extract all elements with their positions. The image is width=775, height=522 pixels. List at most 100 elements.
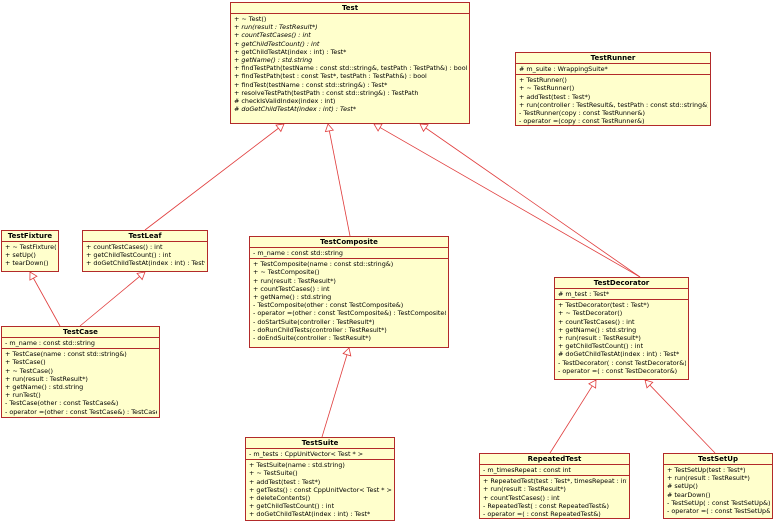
generalization-repeatedtest-testdecorator-line — [549, 385, 593, 454]
class-testsetup[interactable]: TestSetUp + TestSetUp(test : Test*)+ run… — [663, 453, 773, 519]
attribute-row: - m_tests : CppUnitVector< Test * > — [249, 450, 364, 458]
class-testcase[interactable]: TestCase - m_name : const std::string + … — [1, 326, 160, 418]
class-testfixture[interactable]: TestFixture + ~ TestFixture()+ setUp()+ … — [1, 230, 59, 272]
operation-row: + run(result : TestResult*) — [253, 276, 336, 285]
operation-row: + TestDecorator(test : Test*) — [558, 301, 650, 310]
operation-row: + deleteContents() — [249, 494, 311, 503]
operation-row: # tearDown() — [667, 490, 711, 499]
generalization-testsetup-testdecorator-line — [649, 384, 716, 454]
operation-row: + getChildTestCount() : int — [234, 39, 320, 48]
operation-row: # setUp() — [667, 482, 698, 491]
operation-row: + getName() : std.string — [558, 325, 637, 334]
attributes-section: # m_test : Test* — [555, 289, 688, 301]
operation-row: + getChildTestCount() : int — [86, 251, 172, 260]
class-testleaf[interactable]: TestLeaf + countTestCases() : int+ getCh… — [82, 230, 208, 272]
operation-row: + RepeatedTest(test : Test*, timesRepeat… — [483, 477, 627, 486]
class-test[interactable]: Test + ~ Test()+ run(result : TestResult… — [230, 2, 470, 124]
attributes-section: - m_name : const std::string — [2, 338, 159, 350]
operation-row: + doGetChildTestAt(index : int) : Test* — [86, 259, 205, 268]
operation-row: - operator =( : const TestSetUp&) — [667, 507, 770, 516]
generalization-testdecorator-test-arrowhead — [373, 123, 383, 132]
generalization-testcase-testleaf-line — [79, 276, 140, 327]
operation-row: + countTestCases() : int — [558, 317, 635, 326]
generalization-testsuite-testcomposite-line — [321, 354, 348, 438]
class-name: TestFixture — [2, 231, 58, 242]
operation-row: + run(result : TestResult*) — [483, 485, 566, 494]
operation-row: + getName() : std.string — [5, 383, 84, 392]
operation-row: + runTest() — [5, 391, 41, 400]
operation-row: + doGetChildTestAt(index : int) : Test* — [249, 510, 371, 519]
operation-row: + ~ TestCase() — [5, 366, 53, 375]
operations-section: + TestSuite(name : std.string)+ ~ TestSu… — [246, 460, 394, 519]
class-repeatedtest[interactable]: RepeatedTest - m_timesRepeat : const int… — [479, 453, 630, 519]
operation-row: + getChildTestAt(index : int) : Test* — [234, 47, 347, 56]
generalization-testleaf-test-line — [144, 127, 279, 231]
class-name: TestSetUp — [664, 454, 772, 465]
operation-row: - doRunChildTests(controller : TestResul… — [253, 325, 387, 334]
operation-row: + run(controller : TestResult&, testPath… — [519, 100, 708, 109]
operation-row: - TestRunner(copy : const TestRunner&) — [519, 109, 646, 118]
class-testcomposite[interactable]: TestComposite - m_name : const std::stri… — [249, 236, 449, 348]
attribute-row: - m_timesRepeat : const int — [483, 466, 571, 474]
attribute-row: - m_name : const std::string — [253, 249, 343, 257]
operation-row: - operator =( : const RepeatedTest&) — [483, 510, 601, 519]
operation-row: - RepeatedTest( : const RepeatedTest&) — [483, 501, 609, 510]
attributes-section: - m_tests : CppUnitVector< Test * > — [246, 449, 394, 461]
operation-row: + getChildTestCount() : int — [558, 342, 644, 351]
operation-row: + TestRunner() — [519, 76, 567, 85]
class-name: TestComposite — [250, 237, 448, 248]
operations-section: + TestDecorator(test : Test*)+ ~ TestDec… — [555, 300, 688, 376]
operation-row: - doStartSuite(controller : TestResult*) — [253, 317, 375, 326]
attribute-row: - m_name : const std::string — [5, 339, 95, 347]
attribute-row: # m_suite : WrappingSuite* — [519, 65, 608, 73]
class-testrunner[interactable]: TestRunner # m_suite : WrappingSuite* + … — [515, 52, 711, 126]
operation-row: + run(result : TestResult*) — [667, 474, 750, 483]
operation-row: - operator =(other : const TestCase&) : … — [5, 407, 157, 416]
class-testdecorator[interactable]: TestDecorator # m_test : Test* + TestDec… — [554, 277, 689, 380]
operation-row: # doGetChildTestAt(index : int) : Test* — [558, 350, 680, 359]
operations-section: + ~ Test()+ run(result : TestResult*)+ c… — [231, 14, 469, 114]
operation-row: + run(result : TestResult*) — [234, 23, 318, 32]
operation-row: - operator =(other : const TestComposite… — [253, 309, 446, 318]
operation-row: + getName() : std.string — [234, 56, 313, 65]
operation-row: + TestCase(name : const std::string&) — [5, 350, 127, 359]
generalization-testsetup-testdecorator-arrowhead — [644, 379, 654, 389]
operation-row: # doGetChildTestAt(index : int) : Test* — [234, 105, 357, 114]
operation-row: - TestSetUp( : const TestSetUp&) — [667, 498, 770, 507]
operation-row: - TestComposite(other : const TestCompos… — [253, 301, 404, 310]
operation-row: - TestDecorator( : const TestDecorator&) — [558, 358, 686, 367]
operation-row: + countTestCases() : int — [253, 284, 330, 293]
operation-row: + findTest(testName : const std::string&… — [234, 80, 388, 89]
operation-row: + ~ TestRunner() — [519, 84, 575, 93]
operation-row: + ~ TestSuite() — [249, 469, 298, 478]
operation-row: + getChildTestCount() : int — [249, 502, 335, 511]
operation-row: + findTestPath(testName : const std::str… — [234, 64, 467, 73]
operation-row: + run(result : TestResult*) — [5, 374, 88, 383]
operation-row: - TestCase(other : const TestCase&) — [5, 399, 119, 408]
generalization-testsuite-testcomposite-arrowhead — [342, 347, 352, 357]
operation-row: + ~ Test() — [234, 15, 267, 23]
class-testsuite[interactable]: TestSuite - m_tests : CppUnitVector< Tes… — [245, 437, 395, 521]
operation-row: + addTest(test : Test*) — [519, 92, 591, 101]
operation-row: - operator =( : const TestDecorator&) — [558, 366, 678, 375]
operation-row: + addTest(test : Test*) — [249, 477, 321, 486]
operations-section: + TestRunner()+ ~ TestRunner()+ addTest(… — [516, 75, 710, 126]
attributes-section: - m_name : const std::string — [250, 248, 448, 260]
generalization-testleaf-test-arrowhead — [275, 123, 285, 133]
operation-row: + TestCase() — [5, 358, 46, 367]
class-name: TestSuite — [246, 438, 394, 449]
operation-row: + getTests() : const CppUnitVector< Test… — [249, 485, 392, 494]
operation-row: + countTestCases() : int — [234, 31, 311, 40]
generalization-repeatedtest-testdecorator-arrowhead — [588, 379, 597, 389]
operation-row: + TestSuite(name : std.string) — [249, 461, 345, 470]
operations-section: + countTestCases() : int+ getChildTestCo… — [83, 242, 207, 269]
attribute-row: # m_test : Test* — [558, 290, 610, 298]
generalization-testcase-testfixture-line — [33, 277, 61, 327]
generalization-testcomposite-test-arrowhead — [324, 123, 335, 133]
class-name: TestCase — [2, 327, 159, 338]
operations-section: + TestComposite(name : const std::string… — [250, 259, 448, 343]
operation-row: + run(result : TestResult*) — [558, 334, 641, 343]
operation-row: + countTestCases() : int — [86, 243, 163, 251]
operations-section: + ~ TestFixture()+ setUp()+ tearDown() — [2, 242, 58, 269]
class-name: RepeatedTest — [480, 454, 629, 465]
